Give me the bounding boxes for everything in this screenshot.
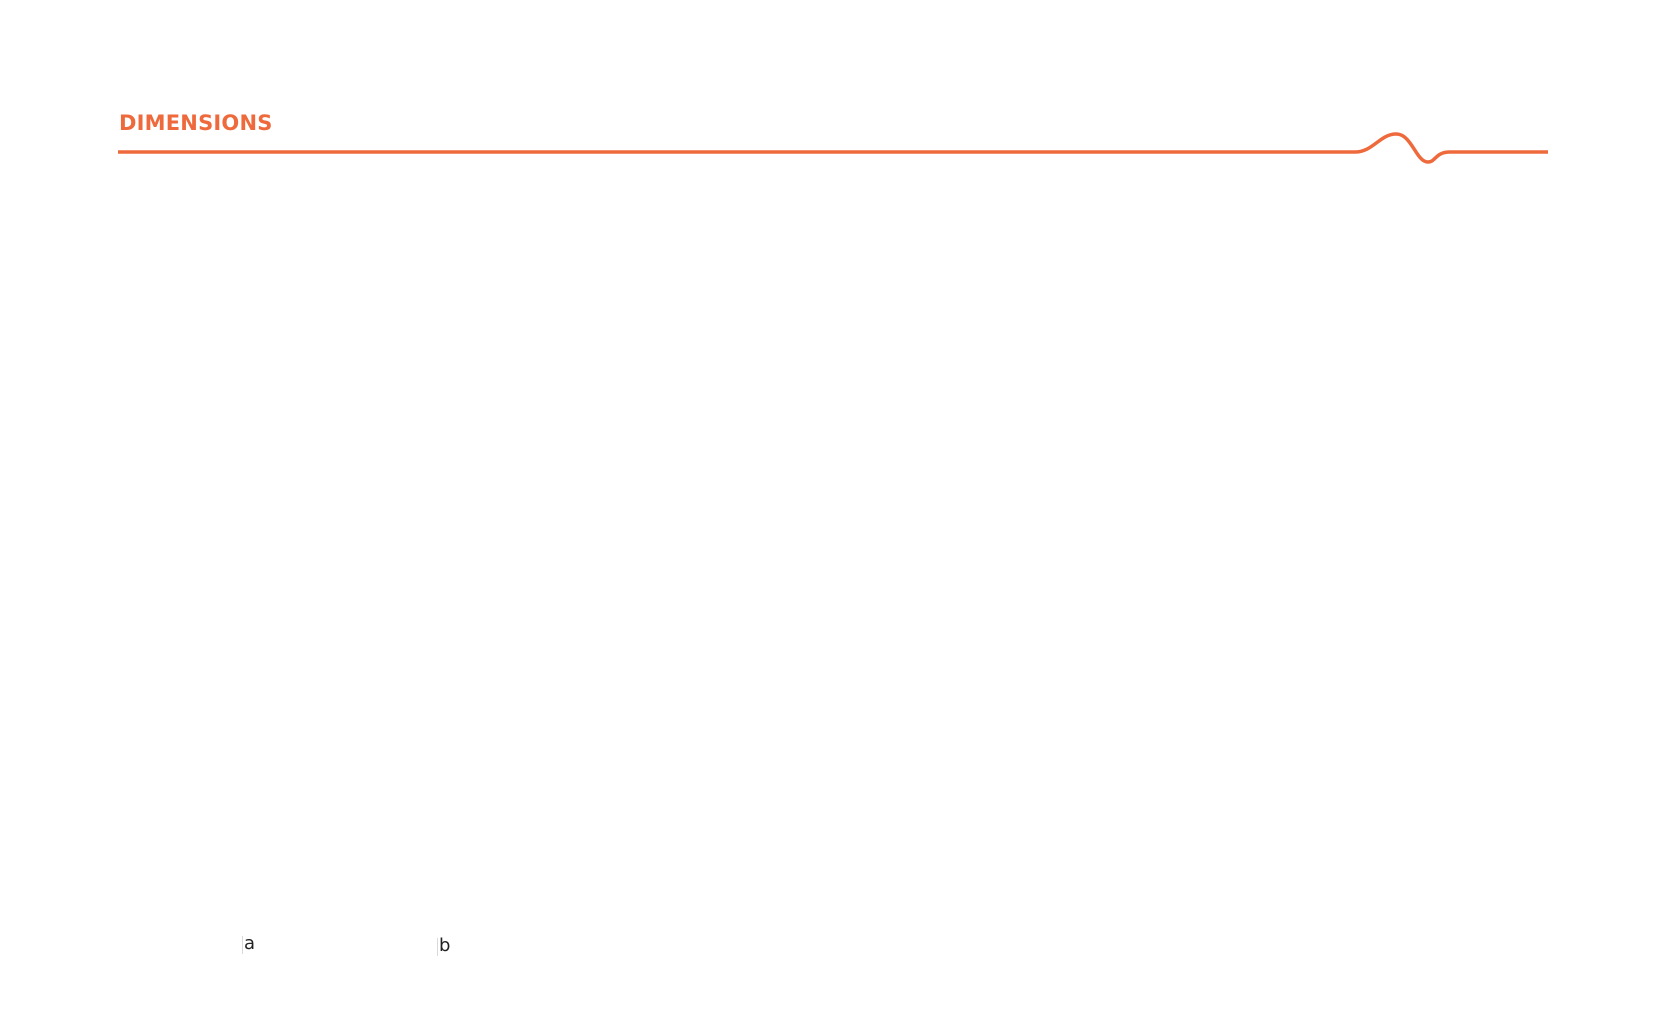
- dimension-label-a: a: [241, 933, 257, 954]
- section-title: DIMENSIONS: [119, 111, 273, 135]
- header-wave-rule: [118, 132, 1548, 164]
- dimension-label-b: b: [436, 935, 452, 956]
